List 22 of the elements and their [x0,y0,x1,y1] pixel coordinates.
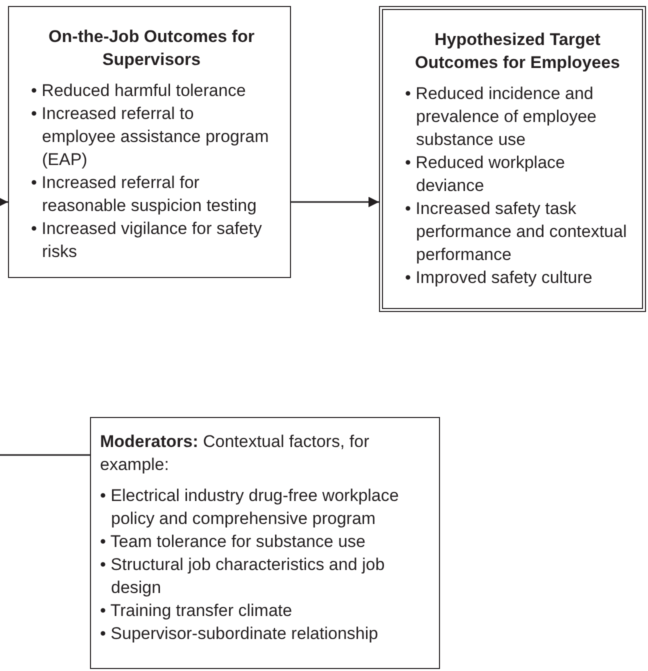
box-intro: Moderators: Contextual factors, for example: [100,431,370,476]
bullet-item: • Team tolerance for substance use [100,531,367,553]
bullet-item: • Structural job characteristics and job design [100,554,386,599]
outcome-box [379,6,646,312]
box-heading: Hypothesized Target Outcomes for Employees [414,29,621,74]
bullet-item: • Increased referral to employee assistance program (EAP) [31,103,270,171]
bullet-item: • Increased referral for reasonable suspicion testing [31,172,258,217]
bullet-item: • Increased safety task performance and contextual performance [405,198,628,266]
bullet-item: • Electrical industry drug-free workplace policy and comprehensive program [100,485,400,530]
arrow [291,196,379,208]
outcome-box [8,6,291,278]
bullet-item: • Improved safety culture [405,267,594,289]
bullet-item: • Training transfer climate [100,600,294,622]
moderator-box [90,417,440,669]
bullet-item: • Reduced harmful tolerance [31,80,247,102]
box-heading: On-the-Job Outcomes for Supervisors [48,26,256,71]
connector-line [0,454,90,456]
arrow [0,196,8,208]
bullet-item: • Reduced incidence and prevalence of employee substance use [405,83,598,151]
bullet-item: • Increased vigilance for safety risks [31,218,263,263]
bullet-item: • Supervisor-subordinate relationship [100,623,380,645]
bullet-item: • Reduced workplace deviance [405,152,566,197]
